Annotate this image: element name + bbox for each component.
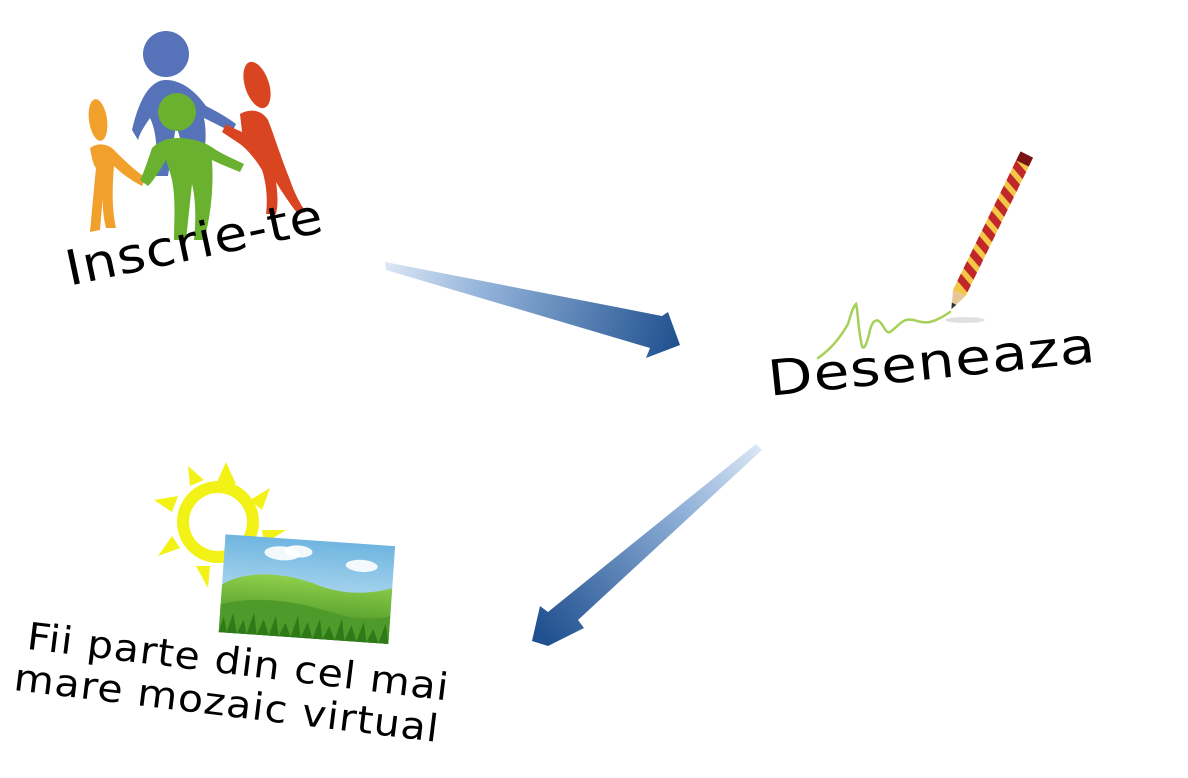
people-circle-icon <box>88 31 306 240</box>
landscape-photo <box>218 534 396 644</box>
arrow-register-to-draw <box>385 262 680 358</box>
landscape-sun-icon <box>154 462 396 644</box>
pencil-icon <box>816 151 1034 360</box>
arrow-draw-to-join <box>532 444 762 646</box>
